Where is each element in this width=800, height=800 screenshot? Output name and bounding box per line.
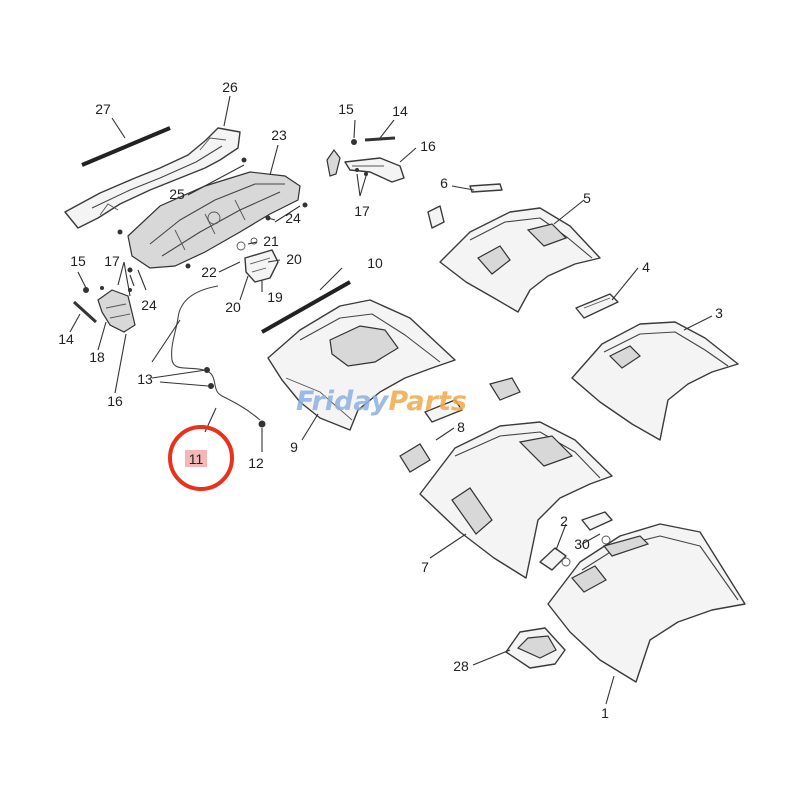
callout-21: 21 bbox=[263, 233, 279, 249]
highlight-label-box bbox=[185, 450, 207, 467]
callout-22: 22 bbox=[201, 264, 217, 280]
part-7-hood bbox=[419, 421, 613, 579]
callout-19: 19 bbox=[267, 289, 283, 305]
part-16-right-hinge bbox=[326, 136, 405, 183]
callout-26: 26 bbox=[222, 79, 238, 95]
highlight-ring bbox=[168, 425, 234, 491]
part-4-vent-trim bbox=[575, 293, 619, 319]
callout-27: 27 bbox=[95, 101, 111, 117]
callout-25: 25 bbox=[169, 186, 185, 202]
part-1-hood bbox=[547, 523, 746, 683]
callout-28: 28 bbox=[453, 658, 469, 674]
callout-5: 5 bbox=[583, 190, 591, 206]
callout-7: 7 bbox=[421, 559, 429, 575]
part-3-hood bbox=[571, 321, 739, 441]
callout-17a: 17 bbox=[104, 253, 120, 269]
part-2-bracket bbox=[539, 511, 613, 571]
callout-15b: 15 bbox=[338, 101, 354, 117]
highlight-part-11: 11 bbox=[168, 425, 234, 491]
part-8-hood-scoop-inserts bbox=[399, 377, 521, 473]
callout-2: 2 bbox=[560, 513, 568, 529]
callout-8: 8 bbox=[457, 419, 465, 435]
callout-3: 3 bbox=[715, 305, 723, 321]
watermark-text: FridayParts bbox=[296, 386, 467, 417]
callout-15a: 15 bbox=[70, 253, 86, 269]
callout-16a: 16 bbox=[107, 393, 123, 409]
watermark-secondary: Parts bbox=[388, 386, 467, 417]
part-6-emblem bbox=[427, 183, 503, 229]
fasteners bbox=[117, 157, 308, 273]
part-5-hood bbox=[439, 207, 601, 313]
part-28-scoop-bezel bbox=[505, 627, 566, 669]
callout-17b: 17 bbox=[354, 203, 370, 219]
part-19-latch bbox=[236, 237, 279, 283]
callout-23: 23 bbox=[271, 127, 287, 143]
watermark-logo: FridayParts bbox=[296, 386, 467, 417]
callout-1: 1 bbox=[601, 705, 609, 721]
callout-16b: 16 bbox=[420, 138, 436, 154]
callout-6: 6 bbox=[440, 175, 448, 191]
callout-12: 12 bbox=[248, 455, 264, 471]
callout-numbers: 27 26 23 25 24 21 20 22 20 19 15 17 24 1… bbox=[58, 79, 723, 721]
callout-9: 9 bbox=[290, 439, 298, 455]
part-11-release-cable bbox=[171, 285, 266, 428]
callout-24b: 24 bbox=[141, 297, 157, 313]
callout-20a: 20 bbox=[286, 251, 302, 267]
part-16-left-hinge bbox=[72, 286, 136, 333]
watermark-primary: Friday bbox=[296, 386, 390, 417]
callout-24a: 24 bbox=[285, 210, 301, 226]
part-10-prop-rod bbox=[261, 280, 351, 334]
part-23-hood-inner-panel bbox=[127, 171, 301, 269]
part-27-hood-seal bbox=[81, 126, 171, 167]
part-9-hood bbox=[267, 299, 456, 431]
callout-18: 18 bbox=[89, 349, 105, 365]
callout-13: 13 bbox=[137, 371, 153, 387]
leader-lines bbox=[69, 95, 713, 705]
callout-4: 4 bbox=[642, 259, 650, 275]
callout-14a: 14 bbox=[58, 331, 74, 347]
callout-30: 30 bbox=[574, 536, 590, 552]
part-26-cowl-panel bbox=[64, 127, 241, 229]
callout-14b: 14 bbox=[392, 103, 408, 119]
callout-20b: 20 bbox=[225, 299, 241, 315]
callout-11: 11 bbox=[189, 451, 204, 467]
callout-10: 10 bbox=[367, 255, 383, 271]
